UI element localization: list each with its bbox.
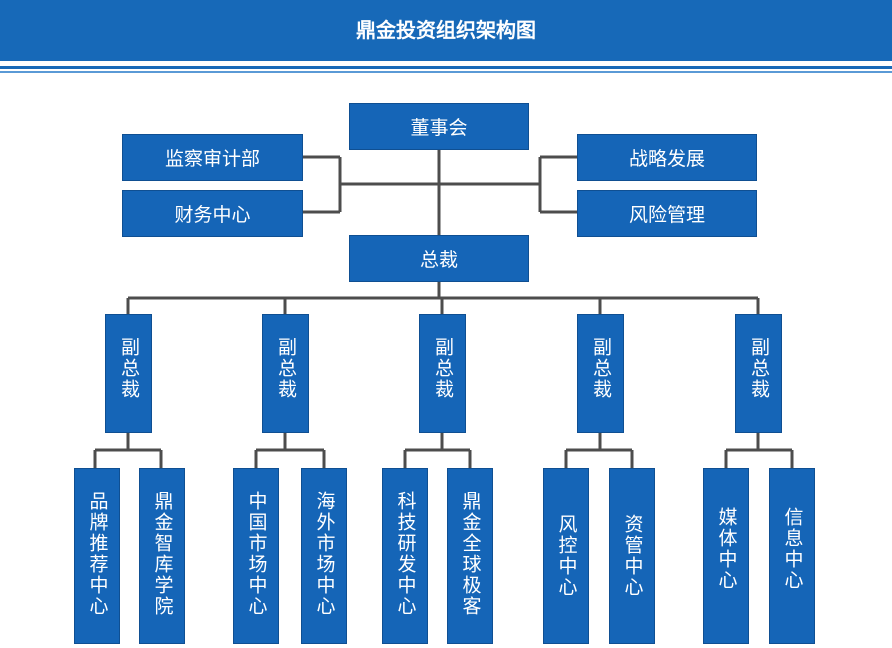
header-rule-thick: [0, 71, 892, 73]
dept-label: 信息中心: [781, 507, 804, 591]
dept-label: 风控中心: [555, 514, 578, 598]
node-finance-center: 财务中心: [122, 190, 303, 237]
node-ceo: 总裁: [349, 235, 529, 282]
header-bar: [0, 0, 892, 61]
vp-label: 副总裁: [432, 337, 454, 400]
header-rule-thin: [0, 66, 892, 69]
node-vp-4: 副总裁: [577, 314, 624, 433]
node-info-center: 信息中心: [769, 468, 815, 644]
node-audit-dept: 监察审计部: [122, 134, 303, 181]
node-vp-2: 副总裁: [262, 314, 309, 433]
node-overseas-market: 海外市场中心: [301, 468, 347, 644]
dept-label: 鼎金智库学院: [151, 491, 174, 617]
node-strategy: 战略发展: [577, 134, 757, 181]
dept-label: 鼎金全球极客: [459, 491, 482, 617]
vp-label: 副总裁: [590, 337, 612, 400]
dept-label: 媒体中心: [715, 507, 738, 591]
dept-label: 科技研发中心: [394, 491, 417, 617]
node-vp-5: 副总裁: [735, 314, 782, 433]
dept-label: 资管中心: [621, 514, 644, 598]
vp-label: 副总裁: [275, 337, 297, 400]
node-brand-center: 品牌推荐中心: [74, 468, 120, 644]
node-media-center: 媒体中心: [703, 468, 749, 644]
vp-label: 副总裁: [118, 337, 140, 400]
node-rd-center: 科技研发中心: [382, 468, 428, 644]
dept-label: 品牌推荐中心: [86, 491, 109, 617]
node-risk-management: 风险管理: [577, 190, 757, 237]
page-title: 鼎金投资组织架构图: [356, 18, 536, 42]
node-vp-3: 副总裁: [419, 314, 466, 433]
node-china-market: 中国市场中心: [233, 468, 279, 644]
vp-label: 副总裁: [748, 337, 770, 400]
node-risk-control: 风控中心: [543, 468, 589, 644]
node-asset-management: 资管中心: [609, 468, 655, 644]
node-vp-1: 副总裁: [105, 314, 152, 433]
node-think-tank: 鼎金智库学院: [139, 468, 185, 644]
dept-label: 中国市场中心: [245, 491, 268, 617]
node-global-geek: 鼎金全球极客: [447, 468, 493, 644]
dept-label: 海外市场中心: [313, 491, 336, 617]
node-board: 董事会: [349, 103, 529, 150]
